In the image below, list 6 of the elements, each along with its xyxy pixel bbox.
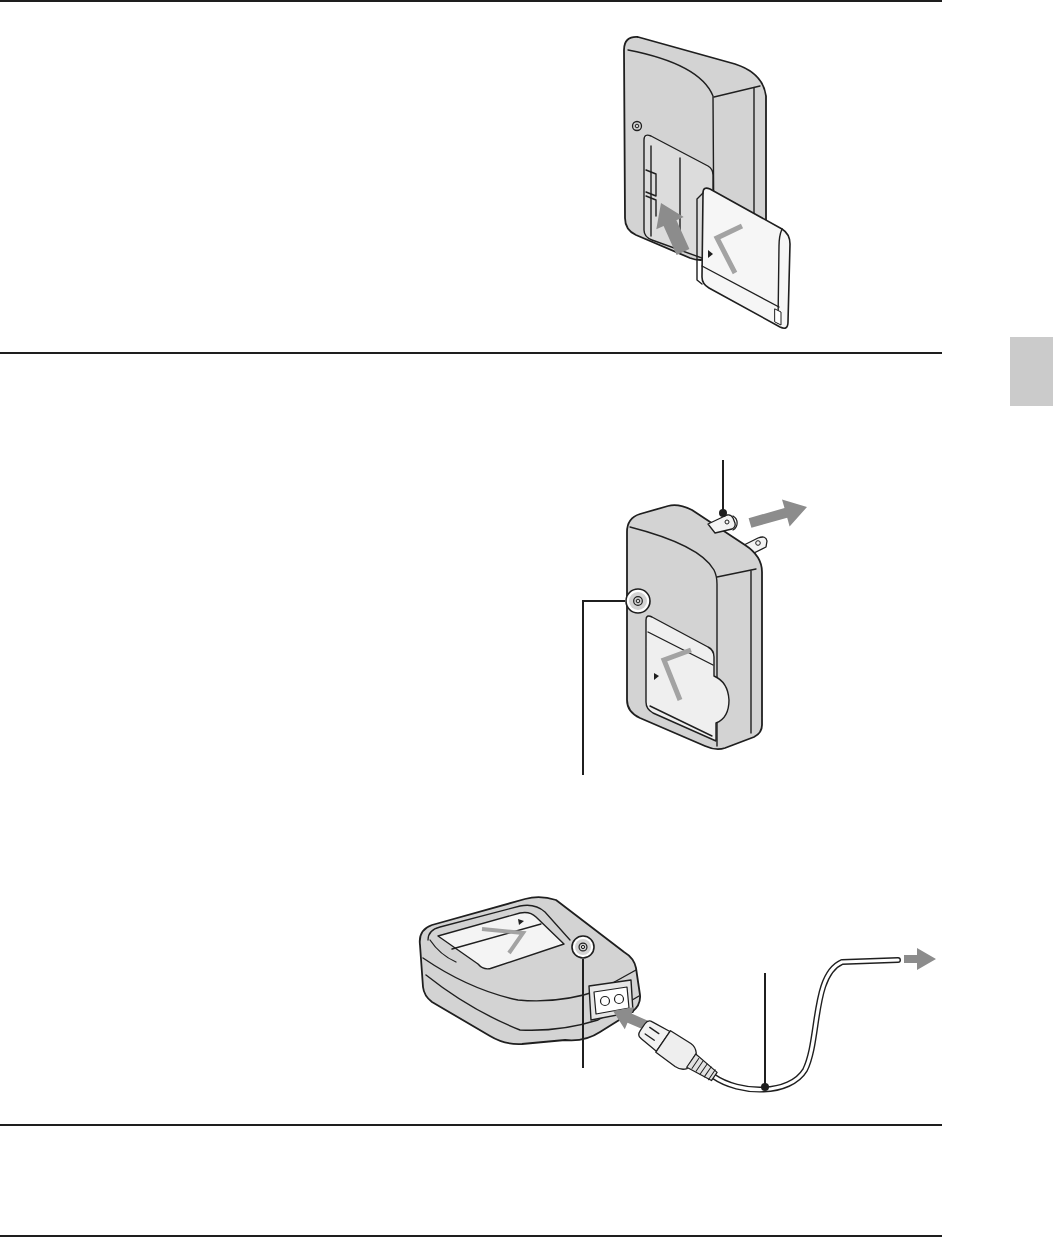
leader-line xyxy=(582,958,584,1069)
indicator-lamp xyxy=(571,935,595,959)
leader-line xyxy=(582,600,626,776)
leader-line xyxy=(761,972,769,1091)
indicator-lamp xyxy=(625,588,651,614)
leader-line xyxy=(719,459,727,517)
